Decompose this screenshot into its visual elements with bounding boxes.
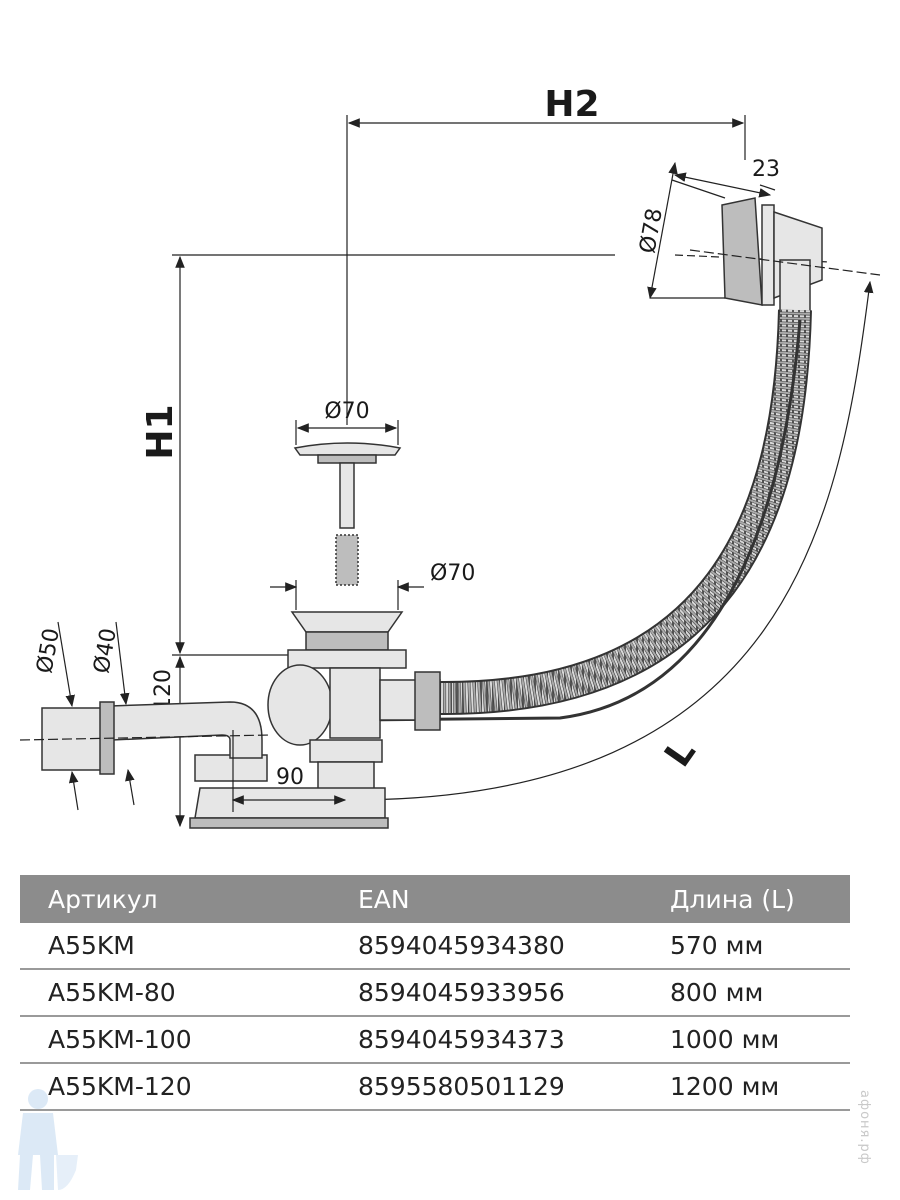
h2-label: H2 [544,84,599,125]
cell-article: A55KM-120 [20,1063,330,1111]
dim-70-mid-label: Ø70 [430,561,475,586]
cell-length: 570 мм [642,923,850,970]
dim-90-label: 90 [276,765,304,790]
dim-70-top-label: Ø70 [324,399,369,424]
overflow-head: 23 Ø78 [635,157,881,316]
table-row: A55KM-80 8594045933956 800 мм [20,969,850,1017]
header-ean: EAN [330,875,642,923]
dim-50-label: Ø50 [32,626,64,675]
dim-78-label: Ø78 [635,206,667,255]
cell-article: A55KM-100 [20,1016,330,1064]
cell-article: A55KM [20,923,330,970]
cell-article: A55KM-80 [20,969,330,1017]
plug-assembly: Ø70 Ø70 [270,399,475,669]
header-article: Артикул [20,875,330,923]
dim-23-label: 23 [752,157,780,182]
dimension-120: 120 [151,655,185,828]
corrugated-hose [439,309,812,716]
cell-ean: 8594045934380 [330,923,642,970]
l-label: L [657,732,704,774]
watermark-text: афоня.рф [857,1090,872,1165]
cell-ean: 8595580501129 [330,1063,642,1111]
bath-drain-diagram: H2 H1 120 23 Ø78 L [19,84,881,829]
cell-ean: 8594045933956 [330,969,642,1017]
cell-ean: 8594045934373 [330,1016,642,1064]
header-length: Длина (L) [642,875,850,923]
cell-length: 1200 мм [642,1063,850,1111]
cell-length: 1000 мм [642,1016,850,1064]
product-variants-table: Артикул EAN Длина (L) A55KM 859404593438… [20,875,850,1111]
table-header-row: Артикул EAN Длина (L) [20,875,850,923]
dimension-h1: H1 [140,254,831,656]
dim-40-label: Ø40 [89,626,121,675]
dimension-h2: H2 [346,84,746,425]
table-row: A55KM 8594045934380 570 мм [20,923,850,970]
plumber-mascot-watermark [18,1089,78,1190]
h1-label: H1 [140,404,181,459]
table-row: A55KM-100 8594045934373 1000 мм [20,1016,850,1064]
cell-length: 800 мм [642,969,850,1017]
table-row: A55KM-120 8595580501129 1200 мм [20,1063,850,1111]
